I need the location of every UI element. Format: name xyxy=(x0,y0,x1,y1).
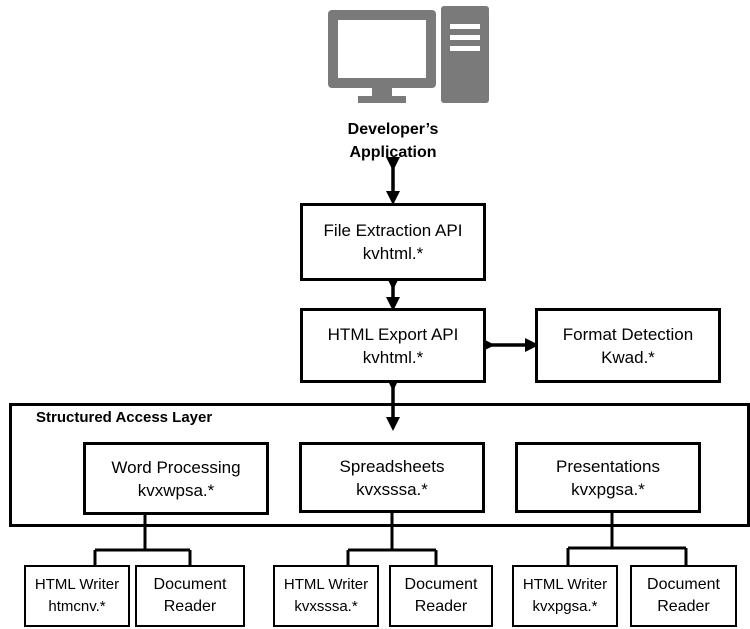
word-html-writer-box: HTML Writer htmcnv.* xyxy=(24,565,130,627)
format-detection-box: Format Detection Kwad.* xyxy=(535,308,721,383)
sheet-document-reader-box: Document Reader xyxy=(389,565,493,627)
html-export-api-box: HTML Export API kvhtml.* xyxy=(300,308,486,383)
tree-word-processing xyxy=(93,515,192,566)
presentations-box: Presentations kvxpgsa.* xyxy=(515,442,701,513)
structured-access-layer-title: Structured Access Layer xyxy=(36,409,213,426)
file-extraction-api-box: File Extraction API kvhtml.* xyxy=(300,203,486,281)
word-document-reader-box: Document Reader xyxy=(135,565,245,627)
word-processing-box: Word Processing kvxwpsa.* xyxy=(83,442,269,515)
spreadsheets-box: Spreadsheets kvxsssa.* xyxy=(299,442,485,513)
pres-document-reader-box: Document Reader xyxy=(630,565,737,627)
pres-html-writer-box: HTML Writer kvxpgsa.* xyxy=(512,565,618,627)
tree-spreadsheets xyxy=(346,512,438,566)
structured-access-layer xyxy=(9,403,750,527)
developer-application-label: Developer’s Application xyxy=(347,121,439,161)
tree-presentations xyxy=(566,512,688,566)
sheet-html-writer-box: HTML Writer kvxsssa.* xyxy=(273,565,379,627)
